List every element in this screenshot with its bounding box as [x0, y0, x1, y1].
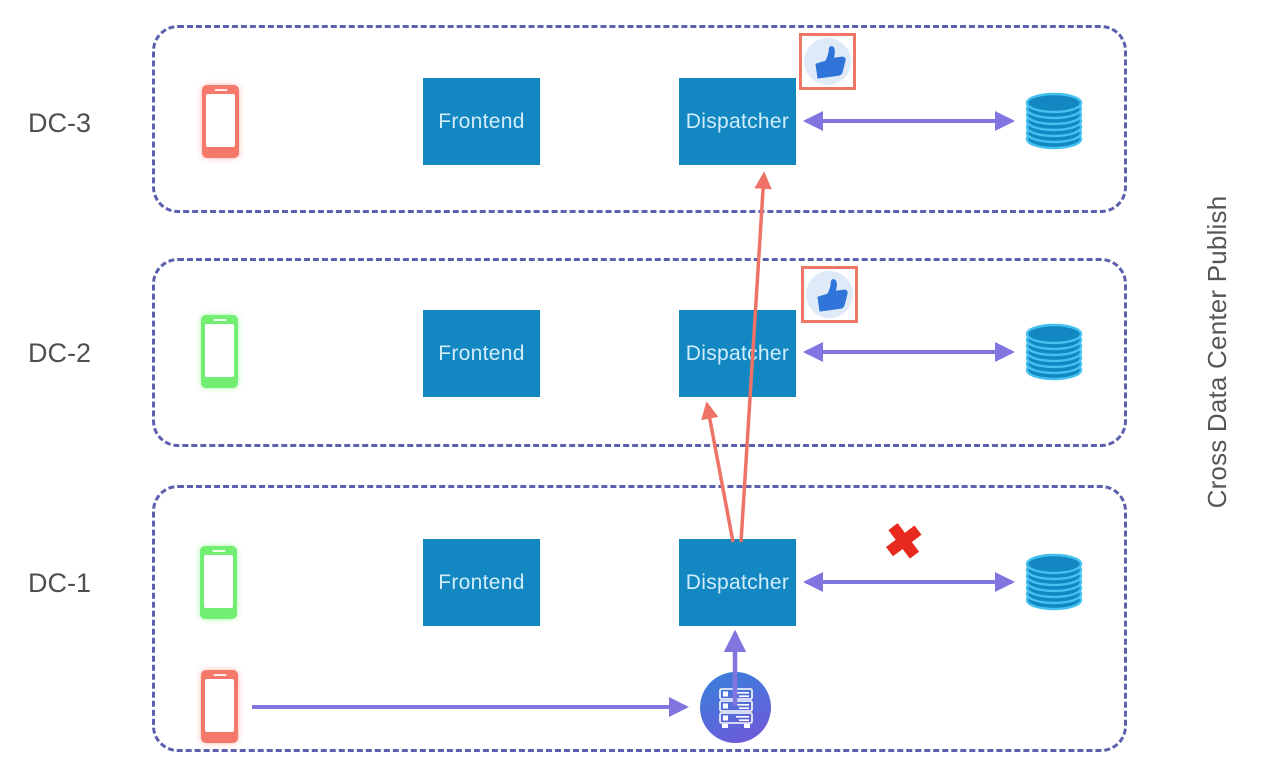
- frontend-dc2: Frontend: [423, 310, 540, 397]
- phone-icon: [201, 670, 238, 743]
- dispatcher-dc2: Dispatcher: [679, 310, 796, 397]
- fail-cross-icon: ✖: [880, 512, 927, 571]
- dispatcher-dc1: Dispatcher: [679, 539, 796, 626]
- server-rack-icon: [700, 672, 771, 743]
- frontend-dc1: Frontend: [423, 539, 540, 626]
- phone-icon: [202, 85, 239, 158]
- database-cylinder-icon: [1025, 92, 1083, 150]
- phone-screen: [206, 94, 235, 147]
- zone-dc2: [152, 258, 1127, 447]
- side-title: Cross Data Center Publish: [1202, 195, 1232, 509]
- phone-screen: [205, 324, 234, 377]
- dispatcher-dc3: Dispatcher: [679, 78, 796, 165]
- phone-screen: [205, 679, 234, 732]
- zone-dc1: [152, 485, 1127, 752]
- database-cylinder-icon: [1025, 323, 1083, 381]
- zone-dc3: [152, 25, 1127, 213]
- phone-speaker: [214, 88, 227, 91]
- label-dc3: DC-3: [28, 108, 92, 138]
- database-cylinder-icon: [1025, 553, 1083, 611]
- label-dc1: DC-1: [28, 568, 92, 598]
- thumbs-up-background: [804, 38, 851, 85]
- thumbs-up-icon: [801, 266, 858, 323]
- label-dc2: DC-2: [28, 338, 92, 368]
- phone-icon: [200, 546, 237, 619]
- frontend-dc3: Frontend: [423, 78, 540, 165]
- thumbs-up-background: [806, 271, 853, 318]
- thumbs-up-icon: [799, 33, 856, 90]
- phone-icon: [201, 315, 238, 388]
- phone-speaker: [213, 673, 226, 676]
- phone-speaker: [212, 549, 225, 552]
- phone-speaker: [213, 318, 226, 321]
- phone-screen: [204, 555, 233, 608]
